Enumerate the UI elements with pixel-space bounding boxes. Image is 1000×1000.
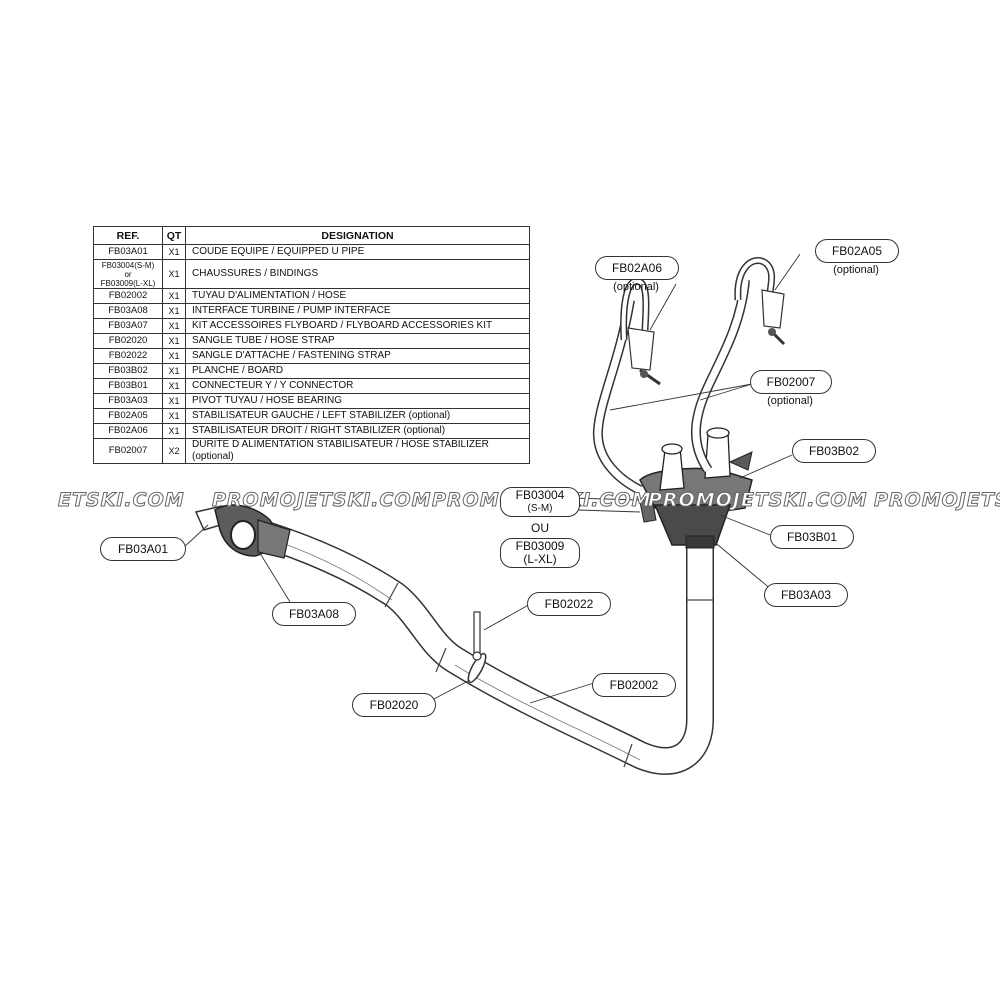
callout-fb02002: FB02002 (592, 673, 676, 697)
ref-cell: FB02007 (93, 438, 163, 464)
callout-fb03b02: FB03B02 (792, 439, 876, 463)
callout-fb02a06: FB02A06 (595, 256, 679, 280)
ref-line-or: or (124, 269, 132, 279)
bindings-ref-b: FB03009 (515, 539, 565, 553)
right-stabilizer-drawing (620, 277, 661, 386)
watermark-text: ETSKI.COM (58, 489, 185, 512)
watermark-text: PROMOJETSKI.COM (873, 489, 1000, 512)
callout-fb03a08: FB03A08 (272, 602, 356, 626)
watermark: ETSKI.COM PROMOJETSKI.COM PROMOJETSKI.CO… (0, 489, 1000, 517)
callout-fb02007-note: (optional) (767, 395, 813, 407)
designation-cell: DURITE D ALIMENTATION STABILISATEUR / HO… (185, 438, 530, 464)
ref-line-2: FB03009(L-XL) (100, 278, 156, 288)
table-row: FB02A06 X1 STABILISATEUR DROIT / RIGHT S… (93, 423, 530, 439)
bindings-callout: FB03004 (S-M) OU FB03009 (L-XL) (500, 487, 580, 568)
parts-table: REF. QT DESIGNATION FB03A01 X1 COUDE EQU… (93, 226, 530, 464)
table-row: FB02007 X2 DURITE D ALIMENTATION STABILI… (93, 438, 530, 464)
bindings-ref-a: FB03004 (515, 488, 565, 502)
callout-fb02a06-note: (optional) (613, 281, 659, 293)
callout-fb03a03: FB03A03 (764, 583, 848, 607)
stabilizer-hoses-drawing (592, 279, 750, 495)
left-stabilizer-drawing (734, 257, 786, 346)
callout-fb02a05: FB02A05 (815, 239, 899, 263)
table-row: FB03004(S-M) or FB03009(L-XL) X1 CHAUSSU… (93, 259, 530, 289)
callout-fb02020: FB02020 (352, 693, 436, 717)
watermark-text: PROMOJETSKI.COM (647, 489, 868, 512)
callout-fb02007: FB02007 (750, 370, 832, 394)
callout-fb02a05-note: (optional) (833, 264, 879, 276)
u-pipe-drawing (194, 504, 291, 559)
callout-fb02022: FB02022 (527, 592, 611, 616)
table-row: FB02022 X1 SANGLE D'ATTACHE / FASTENING … (93, 348, 530, 364)
watermark-text: PROMOJETSKI.COM (211, 489, 432, 512)
callout-fb03b01: FB03B01 (770, 525, 854, 549)
hose-drawing (245, 516, 714, 775)
callout-fb03a01: FB03A01 (100, 537, 186, 561)
bindings-size-a: (S-M) (527, 503, 553, 514)
hose-strap-drawing (467, 611, 487, 684)
table-row: FB02002 X1 TUYAU D'ALIMENTATION / HOSE (93, 288, 530, 304)
bindings-size-b: (L-XL) (523, 552, 557, 566)
bindings-or: OU (531, 521, 549, 535)
y-connector-drawing (639, 427, 753, 549)
table-row: FB02020 X1 SANGLE TUBE / HOSE STRAP (93, 333, 530, 349)
ref-line-1: FB03004(S-M) (101, 260, 155, 270)
